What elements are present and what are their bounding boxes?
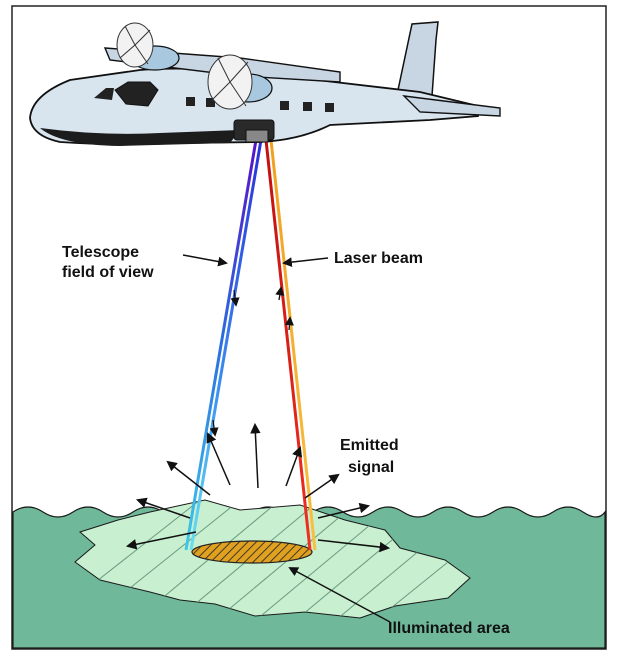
aircraft: [29, 21, 501, 146]
illuminated-spot: [191, 540, 313, 564]
telescope-field-of-view-beam: [184, 139, 263, 551]
lidar-sensor-pod: [233, 119, 275, 143]
beam-direction-arrows: [209, 286, 294, 437]
telescope-label-line1: Telescope: [62, 244, 139, 261]
emitted-signal-label-line2: signal: [348, 459, 394, 476]
propeller-right-icon: [207, 54, 253, 110]
emitted-signal-arrows: [125, 422, 391, 553]
illuminated-area-label: Illuminated area: [388, 620, 510, 637]
laser-pointer: [282, 257, 329, 267]
telescope-label-line2: field of view: [62, 264, 154, 281]
laser-beam-label: Laser beam: [334, 250, 423, 267]
laser-beam: [264, 139, 317, 551]
telescope-pointer: [182, 254, 228, 267]
illuminated-pointer: [288, 567, 391, 623]
propeller-left-icon: [116, 22, 154, 68]
emitted-signal-label-line1: Emitted: [340, 437, 399, 454]
